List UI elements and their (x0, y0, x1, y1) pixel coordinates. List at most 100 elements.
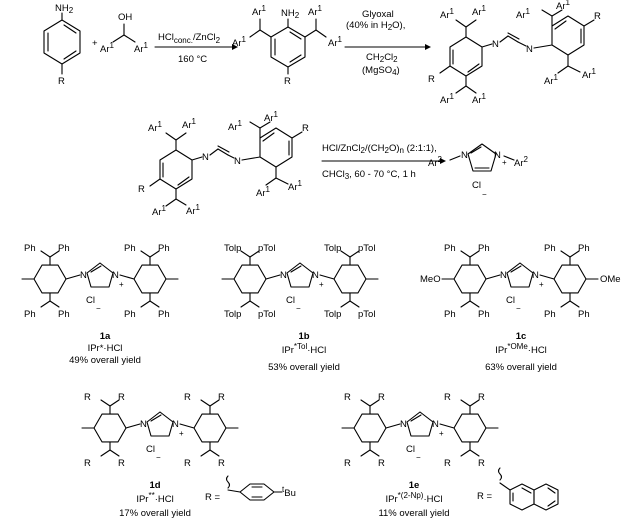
diimine-structure-row2: R Ar1 Ar1 Ar1 Ar1 N N R Ar1 Ar1 Ar1 Ar1 (138, 110, 309, 218)
compound-yield: 17% overall yield (119, 508, 191, 519)
chloride-label: Cl (406, 444, 415, 455)
compound-yield: 11% overall yield (378, 508, 449, 519)
substituent-label: Ph (58, 243, 70, 254)
substituent-label: R (378, 392, 385, 403)
aniline-structure: NH2 R (43, 3, 81, 87)
ar1-right-label: Ar1 (134, 41, 149, 55)
plus-charge: + (502, 158, 507, 167)
chloride-label: Cl (506, 295, 515, 306)
substituent-label: R (478, 392, 485, 403)
step1-temp: 160 °C (178, 54, 207, 65)
imidazolium-product: N N + Ar2 Ar2 Cl − (428, 143, 529, 199)
substituent-label: R (184, 458, 191, 469)
r-label: R (302, 123, 309, 134)
substituent-label: Ph (58, 309, 70, 320)
r-label: R (594, 11, 601, 22)
substituent-label: Ph (578, 309, 590, 320)
plus-charge: + (179, 429, 184, 438)
step3-conditions: CHCl3, 60 - 70 °C, 1 h (322, 169, 416, 181)
compound-name: IPr*(2-Np)·HCl (386, 491, 443, 505)
ar1-label: Ar1 (516, 7, 531, 21)
substituent-label: Ph (444, 243, 456, 254)
arrow-step3: HCl/ZnCl2/(CH2O)n (2:1:1), CHCl3, 60 - 7… (321, 143, 446, 181)
diimine-structure: R Ar1 Ar1 Ar1 Ar1 N N R Ar1 Ar1 Ar1 Ar1 (428, 0, 601, 106)
step3-reagents: HCl/ZnCl2/(CH2O)n (2:1:1), (322, 143, 437, 155)
ar1-label: Ar1 (440, 7, 455, 21)
substituent-label: Ph (544, 309, 556, 320)
ar1-left-label: Ar1 (100, 41, 115, 55)
compound-name: IPr*OMe·HCl (495, 342, 547, 356)
n-label: N (112, 270, 119, 281)
substituent-label: R (218, 458, 225, 469)
ar1-label: Ar1 (252, 4, 267, 18)
substituent-label: R (444, 458, 451, 469)
compound-id: 1c (516, 331, 527, 342)
substituent-label: Ph (478, 243, 490, 254)
substituent-label: R (444, 392, 451, 403)
compound-yield: 53% overall yield (268, 362, 340, 373)
n-label: N (312, 270, 319, 281)
ar1-label: Ar1 (472, 4, 487, 18)
compound-1d-caption: 1d IPr**·HCl 17% overall yield R = (119, 480, 220, 519)
r-label: R (428, 74, 435, 85)
n-label: N (140, 419, 147, 430)
compound-id: 1d (149, 480, 160, 491)
r-label: R (138, 184, 145, 195)
substituent-label: Ph (24, 309, 36, 320)
substituent-label: Tolp (324, 243, 341, 254)
methoxy-label: OMe (600, 274, 621, 285)
compound-id: 1a (100, 331, 111, 342)
chloride-label: Cl (86, 295, 95, 306)
ar2-right-label: Ar2 (514, 155, 529, 169)
r-label: R (58, 76, 65, 87)
substituent-label: R (118, 458, 125, 469)
ar1-label: Ar1 (308, 4, 323, 18)
n-label: N (172, 419, 179, 430)
ar1-label: Ar1 (544, 73, 559, 87)
methoxy-label: MeO (420, 274, 441, 285)
compound-yield: 63% overall yield (485, 362, 557, 373)
ar1-label: Ar1 (472, 92, 487, 106)
substituent-label: R (84, 458, 91, 469)
substituent-label: R (218, 392, 225, 403)
compound-yield: 49% overall yield (69, 355, 141, 366)
ar1-label: Ar1 (582, 67, 597, 81)
substituent-label: Ph (124, 309, 136, 320)
step2-solvent: (40% in H2O), (346, 20, 405, 32)
nh2-label: NH2 (55, 3, 74, 15)
substituent-label: R (184, 392, 191, 403)
r-label: R (284, 76, 291, 87)
chloride-label: Cl (146, 444, 155, 455)
n-label: N (400, 419, 407, 430)
minus-charge: − (96, 304, 101, 313)
plus-charge: + (119, 280, 124, 289)
ar1-label: Ar1 (232, 35, 247, 49)
compound-id: 1e (409, 480, 420, 491)
compound-name: IPr**·HCl (136, 491, 173, 505)
n-label: N (500, 270, 507, 281)
ar1-label: Ar1 (256, 185, 271, 199)
chloride-label: Cl (286, 295, 295, 306)
substituent-label: pTol (358, 243, 375, 254)
minus-charge: − (482, 190, 487, 199)
n-label: N (80, 270, 87, 281)
arrow-step2: Glyoxal (40% in H2O), CH2Cl2 (MgSO4) (344, 9, 431, 77)
r-definition: R = (205, 492, 221, 503)
substituent-label: R (478, 458, 485, 469)
step2-dcm: CH2Cl2 (366, 52, 398, 64)
substituent-label: Ph (24, 243, 36, 254)
n-label: N (234, 156, 241, 167)
minus-charge: − (156, 453, 161, 462)
substituent-label: R (344, 458, 351, 469)
ar1-label: Ar1 (228, 119, 243, 133)
substituent-label: pTol (258, 309, 275, 320)
ar1-label: Ar1 (440, 92, 455, 106)
plus-charge: + (439, 429, 444, 438)
substituent-label: R (378, 458, 385, 469)
ar1-label: Ar1 (264, 110, 279, 124)
ar1-label: Ar1 (148, 120, 163, 134)
